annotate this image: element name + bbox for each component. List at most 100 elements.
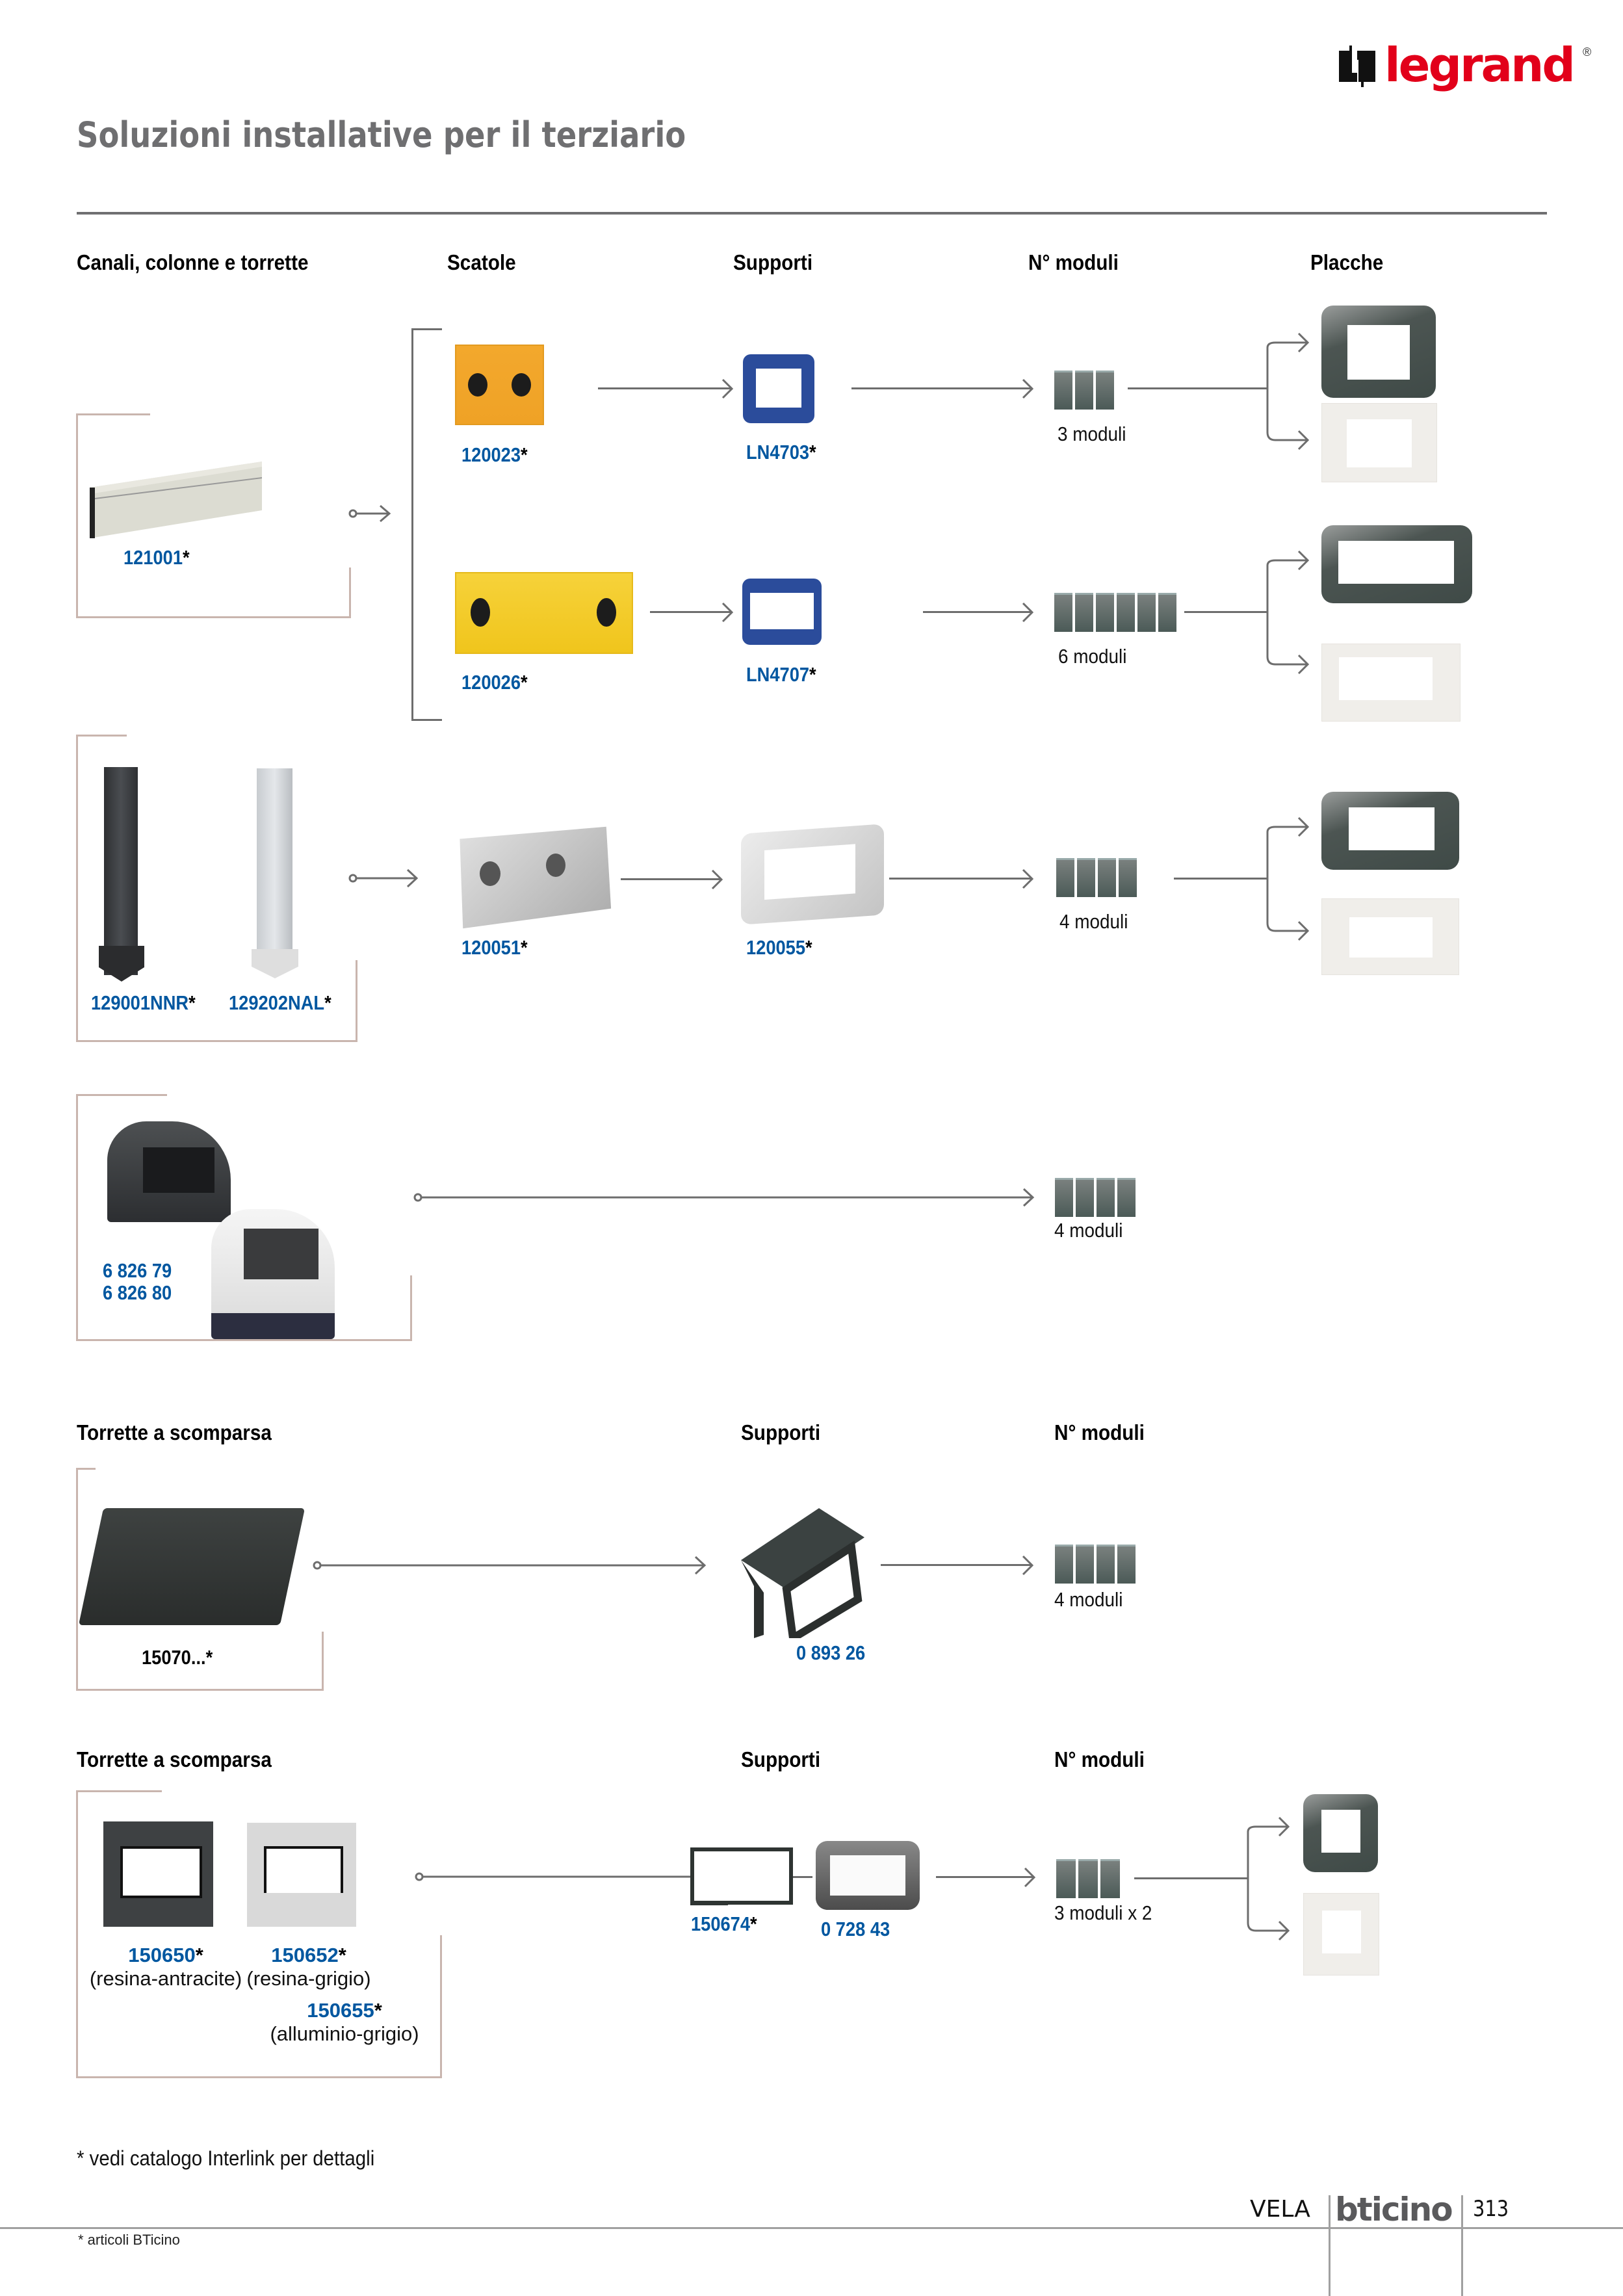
col-header-supporti: Supporti	[733, 250, 813, 274]
connector-arrow-icon	[313, 1556, 707, 1575]
col-header-torrette: Torrette a scomparsa	[77, 1747, 272, 1771]
product-code[interactable]: 120051*	[461, 936, 528, 959]
branch-bracket	[411, 328, 442, 721]
product-code[interactable]: 0 893 26	[796, 1641, 866, 1664]
product-code[interactable]: 120023*	[461, 443, 528, 466]
product-code[interactable]: 120026*	[461, 671, 528, 694]
col-header-canali: Canali, colonne e torrette	[77, 250, 309, 274]
modules-6	[1054, 593, 1176, 632]
product-code[interactable]: 150674*	[691, 1912, 757, 1935]
fork-arrows-icon	[1266, 550, 1310, 675]
title-divider	[77, 212, 1547, 215]
product-frame	[76, 735, 357, 1042]
frame-top-edge	[76, 735, 127, 737]
page-title: Soluzioni installative per il terziario	[77, 114, 686, 155]
product-code[interactable]: 129202NAL*	[229, 991, 331, 1014]
col-header-supporti: Supporti	[741, 1420, 821, 1444]
column-dark-image	[104, 767, 138, 975]
frame-right-edge	[356, 960, 357, 1040]
box-120023	[455, 345, 544, 425]
registered-mark: ®	[1582, 46, 1592, 59]
desk-box-light-image	[211, 1209, 335, 1339]
footnote-bticino: * articoli BTicino	[78, 2232, 180, 2248]
product-code[interactable]: LN4703*	[746, 441, 816, 463]
connector-line	[881, 1564, 1032, 1566]
plate-light[interactable]	[1321, 898, 1459, 975]
footer-rule	[0, 2227, 1623, 2229]
plate-light[interactable]	[1303, 1893, 1379, 1976]
arrow-head-icon	[1022, 868, 1034, 889]
product-frame	[76, 1790, 442, 2078]
product-item[interactable]: 150650* (resina-antracite)	[89, 1944, 242, 1990]
arrow-head-icon	[711, 869, 723, 890]
fork-arrows-icon	[1266, 816, 1310, 941]
frame-top-edge	[76, 1468, 96, 1470]
product-code[interactable]: 0 728 43	[821, 1918, 890, 1940]
fork-arrows-icon	[1247, 1816, 1290, 1941]
arrow-head-icon	[1022, 1555, 1034, 1576]
modules-label: 3 moduli x 2	[1054, 1901, 1152, 1924]
product-code[interactable]: 129001NNR*	[91, 991, 196, 1014]
support-150674-frame	[690, 1847, 793, 1905]
modules-label: 4 moduli	[1054, 1588, 1123, 1611]
frame-right-edge	[440, 1935, 442, 2076]
product-frame	[76, 1094, 412, 1341]
footer-series: VELA	[1250, 2196, 1310, 2223]
frame-right-edge	[322, 1632, 324, 1690]
connector-line	[1134, 1877, 1248, 1879]
plate-light[interactable]	[1321, 403, 1437, 482]
arrow-head-icon	[721, 378, 734, 399]
col-header-torrette: Torrette a scomparsa	[77, 1420, 272, 1444]
connector-line	[1174, 878, 1267, 880]
connector-line	[923, 611, 1032, 613]
connector-line	[598, 387, 731, 389]
product-code[interactable]: 120055*	[746, 936, 812, 959]
arrow-head-icon	[1022, 378, 1034, 399]
product-code[interactable]: 121001*	[123, 546, 190, 569]
desk-box-dark-image	[107, 1121, 231, 1222]
connector-line	[936, 1876, 1033, 1878]
modules-3	[1056, 1859, 1120, 1898]
product-code[interactable]: LN4707*	[746, 663, 816, 686]
product-item[interactable]: 150655* (alluminio-grigio)	[270, 1999, 419, 2045]
arrow-head-icon	[1024, 1867, 1036, 1888]
frame-right-edge	[410, 1275, 412, 1339]
support-089326-image	[728, 1508, 864, 1645]
footnote-interlink: * vedi catalogo Interlink per dettagli	[77, 2146, 375, 2170]
frame-top-edge	[76, 1094, 167, 1096]
product-item[interactable]: 150652* (resina-grigio)	[246, 1944, 371, 1990]
frame-150650-image	[103, 1821, 213, 1927]
col-header-placche: Placche	[1310, 250, 1384, 274]
plate-dark[interactable]	[1321, 525, 1472, 603]
plate-dark[interactable]	[1321, 306, 1436, 398]
legrand-logo: legrand ®	[1339, 42, 1592, 88]
connector-arrow-icon	[348, 504, 391, 523]
product-frame	[76, 1468, 324, 1691]
connector-line	[889, 878, 1032, 880]
connector-line	[851, 387, 1032, 389]
plate-dark[interactable]	[1321, 792, 1459, 870]
legrand-mark-icon	[1339, 46, 1375, 87]
connector-line	[793, 1876, 812, 1878]
support-ln4703-image	[743, 354, 814, 423]
col-header-moduli: N° moduli	[1054, 1420, 1145, 1444]
modules-label: 4 moduli	[1059, 910, 1128, 933]
modules-4	[1055, 1178, 1136, 1217]
product-frame	[76, 413, 351, 618]
column-light-image	[257, 768, 292, 963]
col-header-scatole: Scatole	[447, 250, 516, 274]
fork-arrows-icon	[1266, 332, 1310, 450]
arrow-head-icon	[1022, 602, 1034, 623]
frame-right-edge	[349, 567, 351, 618]
support-ln4707-image	[742, 579, 822, 645]
product-code[interactable]: 15070...*	[142, 1646, 213, 1669]
plate-light[interactable]	[1321, 644, 1461, 722]
plate-dark[interactable]	[1303, 1794, 1378, 1872]
col-header-supporti: Supporti	[741, 1747, 821, 1771]
support-072843-image	[816, 1841, 920, 1910]
floor-box-image	[78, 1508, 305, 1625]
col-header-moduli: N° moduli	[1028, 250, 1119, 274]
footer-divider	[1329, 2195, 1331, 2296]
modules-label: 6 moduli	[1058, 645, 1127, 668]
